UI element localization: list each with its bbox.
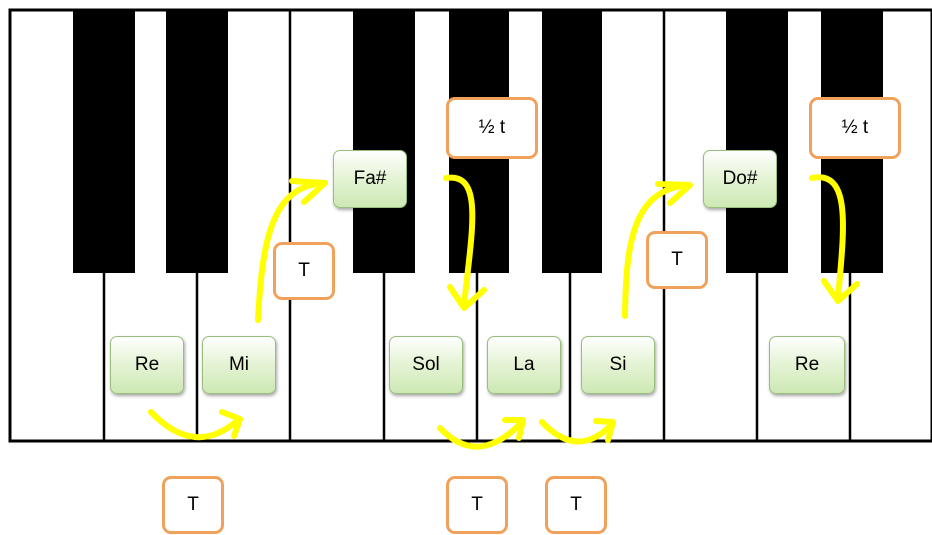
step-label-sol-la: T (446, 476, 508, 534)
note-sol: Sol (389, 336, 463, 394)
arrow-head-re-mi (219, 409, 243, 439)
arrow-head-do-re (821, 278, 860, 304)
arrow-head-mi-fa (289, 178, 328, 205)
note-re: Re (110, 336, 184, 394)
arrow-heads (219, 178, 860, 443)
arrow-fa-sol (443, 174, 476, 308)
step-label-do-re: ½ t (809, 97, 901, 159)
step-label-re-mi: T (162, 476, 224, 534)
arrow-mi-fa (255, 180, 328, 323)
note-re-octave: Re (769, 336, 845, 394)
note-mi: Mi (202, 336, 276, 394)
note-la: La (487, 336, 561, 394)
note-si: Si (581, 336, 655, 394)
arrow-head-fa-sol (447, 284, 487, 311)
arrow-la-si (539, 419, 615, 445)
arrow-head-la-si (593, 418, 616, 443)
arrow-do-re (809, 174, 846, 301)
arrow-re-mi (148, 409, 241, 441)
step-label-mi-fa: T (273, 242, 335, 300)
note-do-sharp: Do# (703, 150, 777, 208)
arrow-si-do (622, 182, 691, 319)
step-label-si-do: T (646, 231, 708, 289)
step-arrows (148, 174, 846, 450)
arrow-head-si-do (655, 181, 693, 206)
arrow-head-sol-la (502, 417, 526, 441)
note-fa-sharp: Fa# (333, 150, 407, 208)
white-key-dividers (102, 10, 852, 441)
step-label-fa-sol: ½ t (446, 97, 538, 159)
arrow-sol-la (437, 419, 525, 450)
step-label-la-si: T (545, 476, 607, 534)
